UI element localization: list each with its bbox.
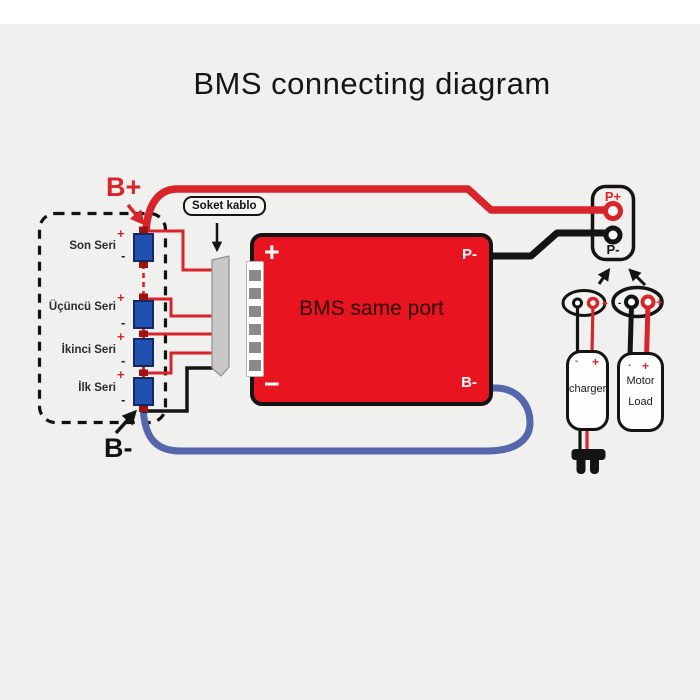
cell-terminals (139, 226, 148, 412)
motor-minus-sign: - (628, 360, 632, 371)
motor-label-line2: Load (628, 396, 653, 408)
socket-pin (249, 270, 261, 281)
charger-minus-sign: - (575, 356, 579, 367)
charger-box: - + charger (566, 350, 609, 431)
charger-to-output-arrow (597, 267, 611, 285)
output-p-minus-label: P- (607, 242, 620, 257)
b-minus-wire-blue (139, 384, 534, 455)
socket-pin (249, 360, 261, 371)
motor-load-box: - + Motor Load (617, 352, 664, 432)
soket-kablo-label: Soket kablo (183, 196, 266, 216)
cell-son-seri (133, 233, 154, 262)
diagram-title: BMS connecting diagram (193, 66, 551, 101)
charger-plug (571, 449, 606, 474)
output-p-plus-ring (603, 201, 623, 221)
bms-minus-terminal: − (264, 369, 280, 399)
top-margin-strip (0, 0, 700, 24)
bms-label: BMS same port (299, 297, 444, 320)
charger-oval-plus-sign: + (602, 299, 608, 310)
b-plus-label: B+ (106, 172, 142, 202)
cell-label-ilk-seri: İlk Seri (78, 382, 116, 394)
motor-oval-plus-sign: + (656, 297, 662, 309)
motor-lead-red (644, 304, 651, 359)
balance-wire-negative (142, 366, 220, 413)
bms-board: + P- − B- BMS same port (246, 233, 493, 406)
cell4-minus-sign: - (121, 392, 126, 407)
motor-to-output-arrow (628, 268, 647, 287)
bms-b-minus-terminal: B- (461, 374, 477, 391)
bms-p-minus-terminal: P- (462, 246, 477, 263)
cell4-plus-sign: + (117, 367, 125, 382)
p-minus-wire-black (492, 229, 605, 260)
b-minus-arrow (114, 409, 137, 435)
charger-oval-red-ring (586, 296, 600, 310)
motor-oval-minus-sign: - (618, 298, 621, 309)
balance-cable-connector (211, 255, 230, 377)
cell-label-ucuncu-seri: Üçüncü Seri (48, 301, 116, 313)
bms-balance-socket (246, 261, 264, 377)
charger-plus-sign: + (591, 355, 599, 369)
b-plus-arrow (126, 203, 145, 226)
socket-pin (249, 288, 261, 299)
motor-oval-black-ring (624, 294, 639, 310)
cell-ikinci-seri (133, 338, 154, 367)
cell2-plus-sign: + (117, 290, 125, 305)
b-plus-wire-red (142, 185, 605, 233)
cell1-plus-sign: + (117, 226, 125, 241)
b-minus-label: B- (104, 433, 133, 463)
cell2-minus-sign: - (121, 315, 126, 330)
motor-lead-black (627, 304, 634, 357)
balance-wire-2 (148, 297, 219, 318)
balance-wire-1 (148, 229, 219, 272)
output-p-plus-label: P+ (605, 189, 622, 204)
charger-label: charger (569, 383, 607, 395)
bms-plus-terminal: + (264, 237, 280, 267)
charger-oval-black-ring (572, 297, 583, 309)
cell3-minus-sign: - (121, 353, 126, 368)
battery-pack-boundary (37, 211, 168, 425)
motor-oval-red-ring (640, 294, 656, 310)
output-p-minus-ring (603, 225, 623, 245)
balance-wire-4 (148, 351, 219, 375)
charger-lead-red (590, 305, 595, 353)
cell-label-ikinci-seri: İkinci Seri (61, 344, 116, 356)
cell1-minus-sign: - (121, 248, 126, 263)
motor-plus-sign: + (641, 359, 649, 373)
socket-pin (249, 324, 261, 335)
motor-label-line1: Motor (626, 375, 655, 387)
cell-label-son-seri: Son Seri (69, 240, 116, 252)
cell-ucuncu-seri (133, 300, 154, 329)
output-connector-body (590, 184, 636, 262)
socket-pin (249, 306, 261, 317)
cell3-plus-sign: + (117, 329, 125, 344)
cell-ilk-seri (133, 377, 154, 406)
socket-pin (249, 342, 261, 353)
